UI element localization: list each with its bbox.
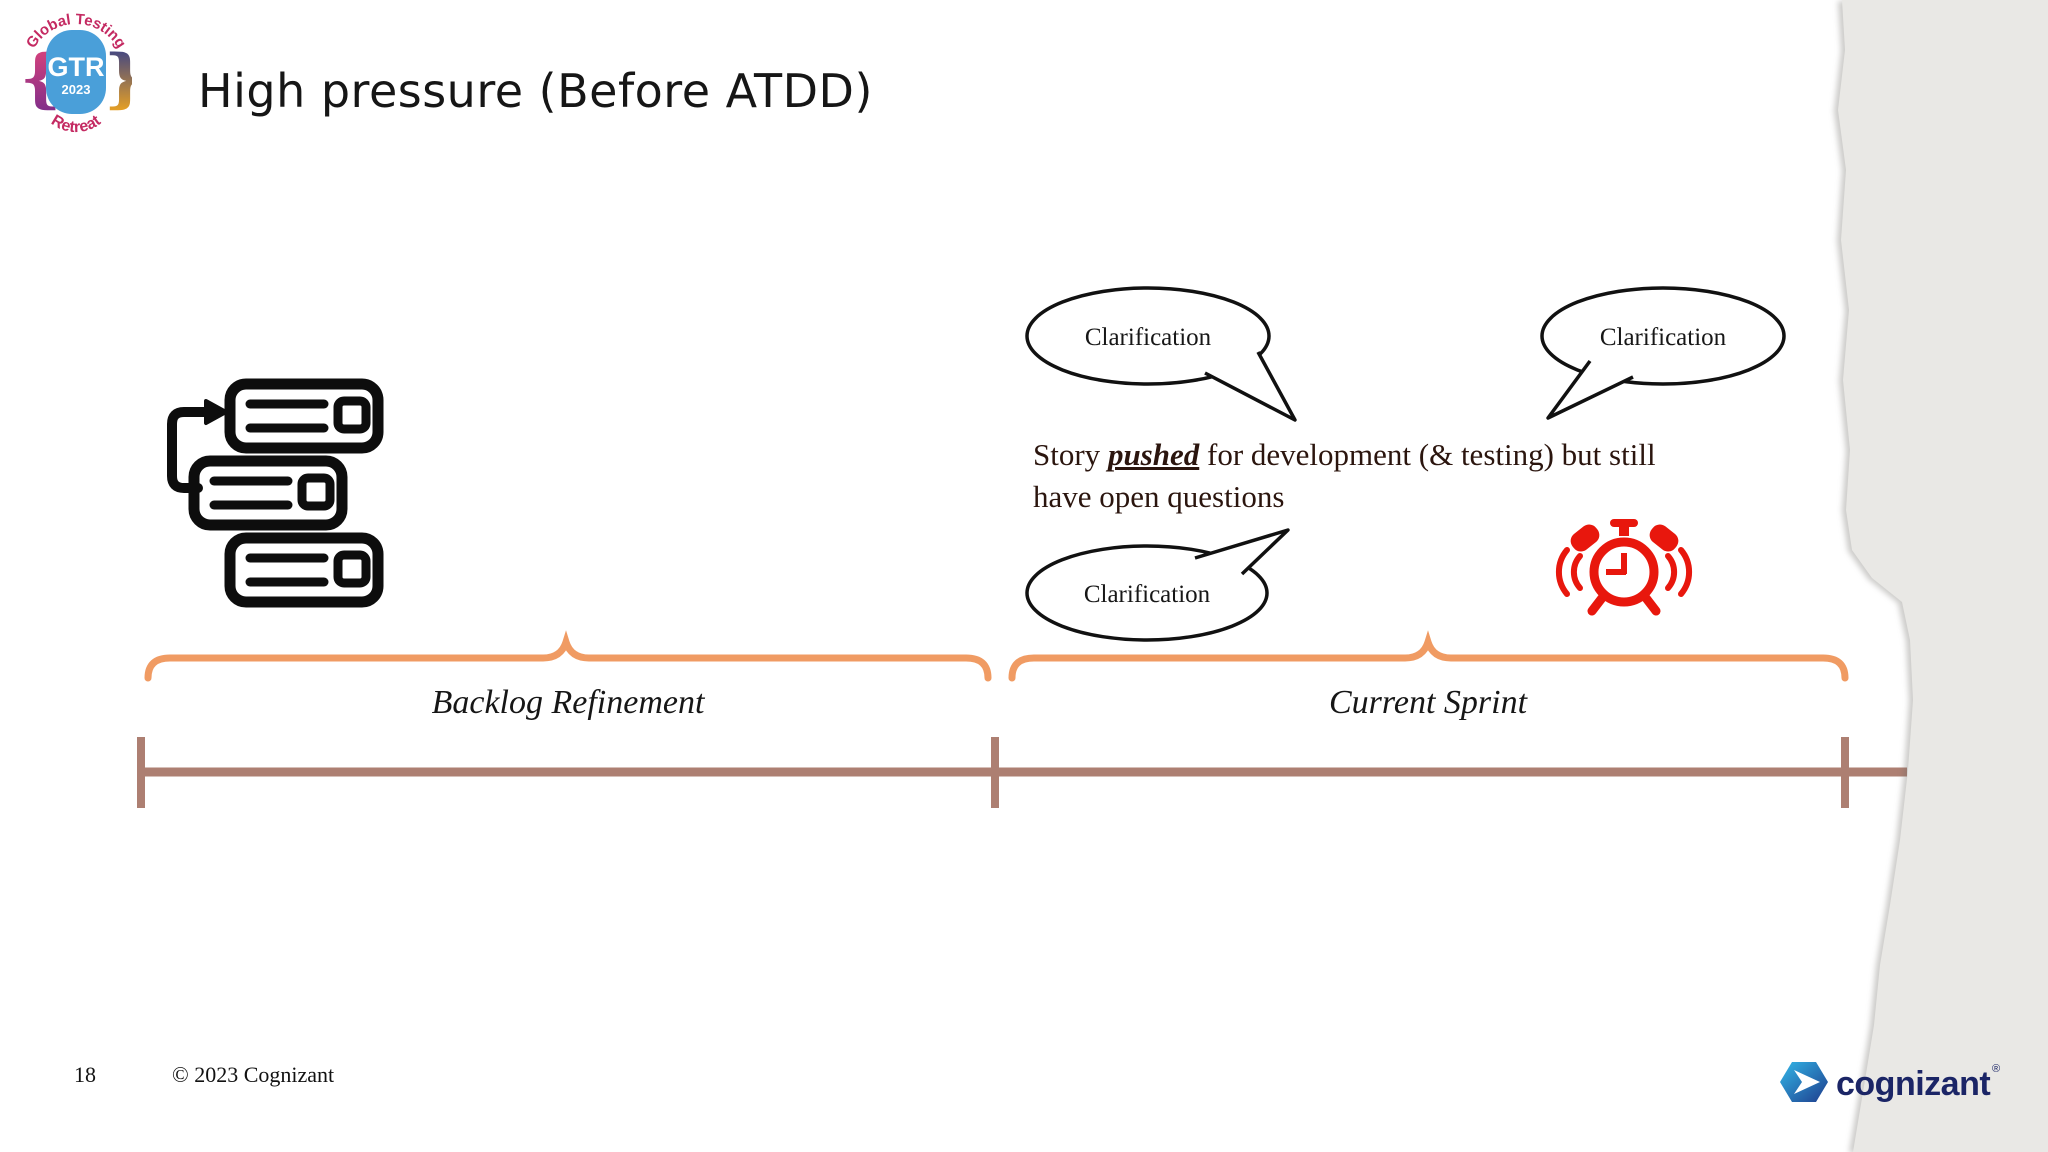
torn-paper-edge [1838, 0, 2048, 1152]
backlog-refinement-label: Backlog Refinement [431, 684, 705, 721]
story-emphasis: pushed [1107, 437, 1200, 472]
current-sprint-label: Current Sprint [1328, 684, 1528, 721]
story-lead: Story [1033, 437, 1108, 472]
story-rest: for development (& testing) but still [1199, 437, 1656, 472]
story-line2: have open questions [1033, 479, 1285, 514]
copyright-text: © 2023 Cognizant [172, 1062, 335, 1087]
cognizant-wordmark: cognizant [1836, 1065, 1990, 1103]
gtr-right-brace-icon: } [104, 41, 132, 116]
cognizant-logo: cognizant ® [1780, 1062, 2000, 1103]
bubble-3-label: Clarification [1084, 581, 1211, 608]
gtr-year: 2023 [62, 82, 91, 97]
bubble-2-label: Clarification [1600, 324, 1727, 351]
backlog-cards-icon [167, 378, 384, 608]
cognizant-gem-arrow [1794, 1070, 1820, 1094]
timeline-axis [137, 737, 1907, 808]
page-number: 18 [74, 1062, 96, 1087]
left-section-brace [144, 630, 992, 682]
speech-bubble-clarification-2: Clarification [1540, 286, 1786, 420]
gtr-arc-bottom-text: Retreat [48, 112, 104, 136]
speech-bubble-clarification-3: Clarification [1025, 528, 1290, 642]
page-title: High pressure (Before ATDD) [198, 64, 873, 118]
gtr-blue-shield [46, 30, 106, 114]
gtr-acronym: GTR [48, 52, 105, 82]
speech-bubble-clarification-1: Clarification [1025, 286, 1297, 422]
gtr-logo: { } Global Testing GTR 2023 Retreat [20, 11, 132, 136]
registered-mark: ® [1992, 1063, 2000, 1075]
story-text: Story pushed for development (& testing)… [1033, 434, 1733, 518]
bubble-1-label: Clarification [1085, 324, 1212, 351]
right-section-brace [1008, 630, 1849, 682]
alarm-clock-icon [1555, 519, 1693, 616]
